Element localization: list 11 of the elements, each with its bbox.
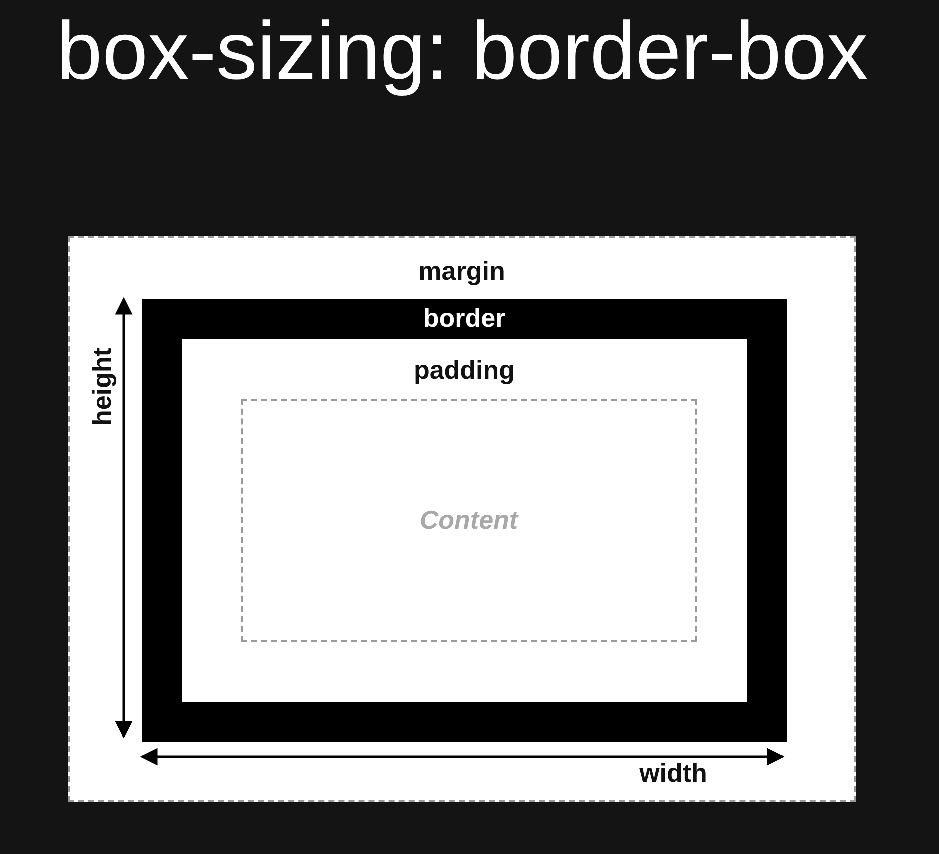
border-box	[142, 299, 787, 742]
padding-box	[182, 339, 747, 702]
dimension-label: height	[87, 347, 117, 428]
content-box	[241, 399, 697, 642]
title: box-sizing: border-box	[56, 5, 870, 99]
box-label: padding	[414, 355, 516, 386]
box-label: border	[423, 303, 506, 334]
margin-box	[68, 236, 856, 802]
dimension-label: width	[638, 758, 708, 788]
box-label: margin	[418, 256, 506, 287]
box-label: Content	[420, 504, 518, 536]
